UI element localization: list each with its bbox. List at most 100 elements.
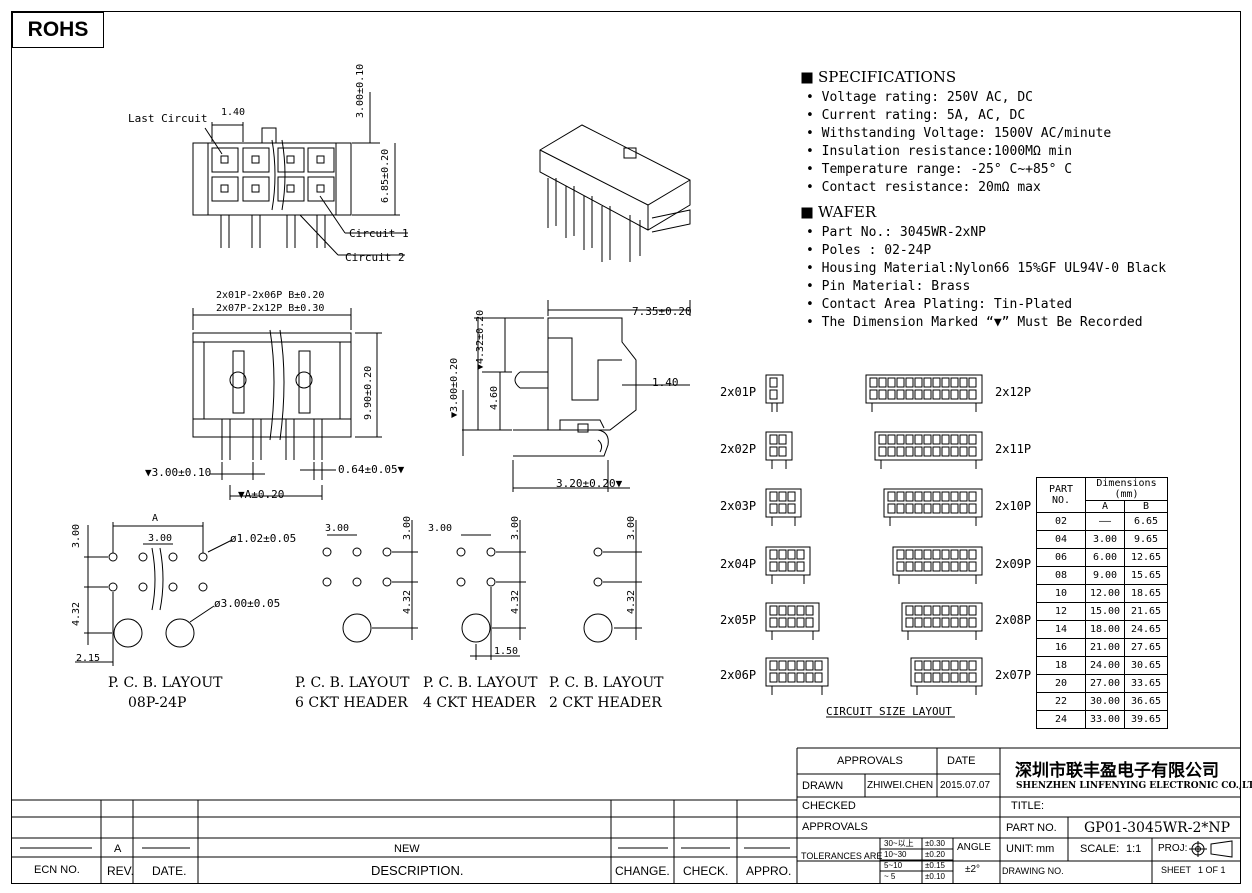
table-cell: 33.00 xyxy=(1085,710,1125,729)
pcb3-dim-1-50: 1.50 xyxy=(494,646,519,657)
label-circuit-1: Circuit 1 xyxy=(349,227,409,240)
pcb3-dim-4-32: 4.32 xyxy=(510,589,521,614)
tb-part-no-label: PART NO. xyxy=(1006,822,1057,834)
pcb3-caption-line1: P. C. B. LAYOUT xyxy=(423,675,538,691)
tolerance-value: ±0.30 xyxy=(925,839,945,848)
tb-checked-label: CHECKED xyxy=(802,800,856,812)
pcb2-caption-line1: P. C. B. LAYOUT xyxy=(295,675,410,691)
pcb3-dim-3-00-b: 3.00 xyxy=(510,515,521,540)
table-cell: 15.65 xyxy=(1124,566,1168,585)
dim-9-90: 9.90±0.20 xyxy=(363,365,374,420)
dim-b2: 2x07P-2x12P B±0.30 xyxy=(216,303,325,314)
circuit-outline-left xyxy=(765,546,811,584)
tolerance-range: 30~以上 xyxy=(884,839,914,848)
spec-item: • Current rating: 5A, AC, DC xyxy=(806,108,1026,123)
side-view xyxy=(462,300,691,492)
table-header-b: B xyxy=(1124,500,1168,513)
specifications-title: SPECIFICATIONS xyxy=(818,68,957,86)
table-header-dimensions: Dimensions (mm) xyxy=(1085,477,1168,501)
table-cell: 21.00 xyxy=(1085,638,1125,657)
rev-ecn-label: ECN NO. xyxy=(34,864,80,876)
tb-drawn-label: DRAWN xyxy=(802,780,844,792)
table-cell: 18.00 xyxy=(1085,620,1125,639)
spec-item: • Voltage rating: 250V AC, DC xyxy=(806,90,1033,105)
wafer-item: • Poles : 02-24P xyxy=(806,243,932,258)
pcb1-caption-line2: 08P-24P xyxy=(128,695,187,711)
circuit-size-left-label: 2x01P xyxy=(720,385,757,399)
tb-date-header: DATE xyxy=(947,755,976,767)
table-cell: 36.65 xyxy=(1124,692,1168,711)
tolerance-value: ±0.10 xyxy=(925,872,945,881)
projection-symbol xyxy=(1189,840,1233,858)
table-cell: —— xyxy=(1085,512,1125,531)
pcb-layout-2 xyxy=(322,520,418,643)
tb-unit-value: mm xyxy=(1036,843,1055,855)
front-view-middle xyxy=(192,308,382,500)
circuit-size-right-label: 2x10P xyxy=(995,499,1032,513)
pcb-layout-3 xyxy=(456,520,526,660)
table-cell: 27.00 xyxy=(1085,674,1125,693)
circuit-size-left-label: 2x04P xyxy=(720,557,757,571)
tb-title-label: TITLE: xyxy=(1011,800,1045,812)
tb-tolerances-label: TOLERANCES ARE xyxy=(801,851,883,861)
circuit-outline-right xyxy=(874,431,983,469)
pcb4-caption-line1: P. C. B. LAYOUT xyxy=(549,675,664,691)
tolerance-value: ±0.20 xyxy=(925,850,945,859)
circuit-size-outlines xyxy=(765,374,983,695)
dim-4-60: 4.60 xyxy=(489,385,500,410)
wafer-item: • Pin Material: Brass xyxy=(806,279,971,294)
pcb3-caption-line2: 4 CKT HEADER xyxy=(423,695,536,711)
front-view-top xyxy=(192,92,408,256)
tb-approvals-label: APPROVALS xyxy=(802,821,868,833)
rev-description-value: NEW xyxy=(394,843,420,855)
circuit-outline-left xyxy=(765,602,820,640)
table-cell: 30.00 xyxy=(1085,692,1125,711)
table-cell: 12.65 xyxy=(1124,548,1168,567)
pcb-layout-4 xyxy=(583,520,642,643)
tb-sheet-value: 1 OF 1 xyxy=(1198,865,1226,875)
table-cell: 12.00 xyxy=(1085,584,1125,603)
tb-angle-label: ANGLE xyxy=(957,842,991,853)
circuit-size-left-label: 2x05P xyxy=(720,613,757,627)
isometric-view xyxy=(539,124,691,262)
rev-appro-label: APPRO. xyxy=(746,864,792,878)
dim-7-35: 7.35±0.20 xyxy=(632,305,692,318)
circuit-outline-right xyxy=(865,374,983,412)
spec-item: • Temperature range: -25° C~+85° C xyxy=(806,162,1073,177)
table-cell: 15.00 xyxy=(1085,602,1125,621)
pcb-dim-3-00-a: 3.00 xyxy=(148,533,173,544)
dim-4-32-020: ▼4.32±0.20 xyxy=(475,309,486,370)
table-cell: 22 xyxy=(1036,692,1086,711)
dim-a-020: ▼A±0.20 xyxy=(238,488,285,501)
spec-item: • Contact resistance: 20mΩ max xyxy=(806,180,1041,195)
pcb4-caption-line2: 2 CKT HEADER xyxy=(549,695,662,711)
pcb4-dim-4-32: 4.32 xyxy=(626,589,637,614)
dim-3-20: 3.20±0.20▼ xyxy=(556,477,623,490)
table-cell: 04 xyxy=(1036,530,1086,549)
circuit-size-right-label: 2x12P xyxy=(995,385,1032,399)
circuit-size-left-label: 2x02P xyxy=(720,442,757,456)
circuit-size-right-label: 2x08P xyxy=(995,613,1032,627)
pcb3-dim-3-00-a: 3.00 xyxy=(428,523,453,534)
pcb1-caption-line1: P. C. B. LAYOUT xyxy=(108,675,223,691)
circuit-outline-right xyxy=(892,546,983,584)
circuit-outline-left xyxy=(765,431,793,469)
wafer-title: WAFER xyxy=(818,203,877,221)
title-block-lines xyxy=(11,747,1240,883)
dim-b1: 2x01P-2x06P B±0.20 xyxy=(216,290,325,301)
pcb-dim-2-15: 2.15 xyxy=(76,653,101,664)
tolerance-value: ±0.15 xyxy=(925,861,945,870)
table-cell: 18.65 xyxy=(1124,584,1168,603)
table-cell: 02 xyxy=(1036,512,1086,531)
table-cell: 06 xyxy=(1036,548,1086,567)
rohs-badge: ROHS xyxy=(12,12,104,48)
tolerance-range: 10~30 xyxy=(884,850,907,859)
table-cell: 20 xyxy=(1036,674,1086,693)
